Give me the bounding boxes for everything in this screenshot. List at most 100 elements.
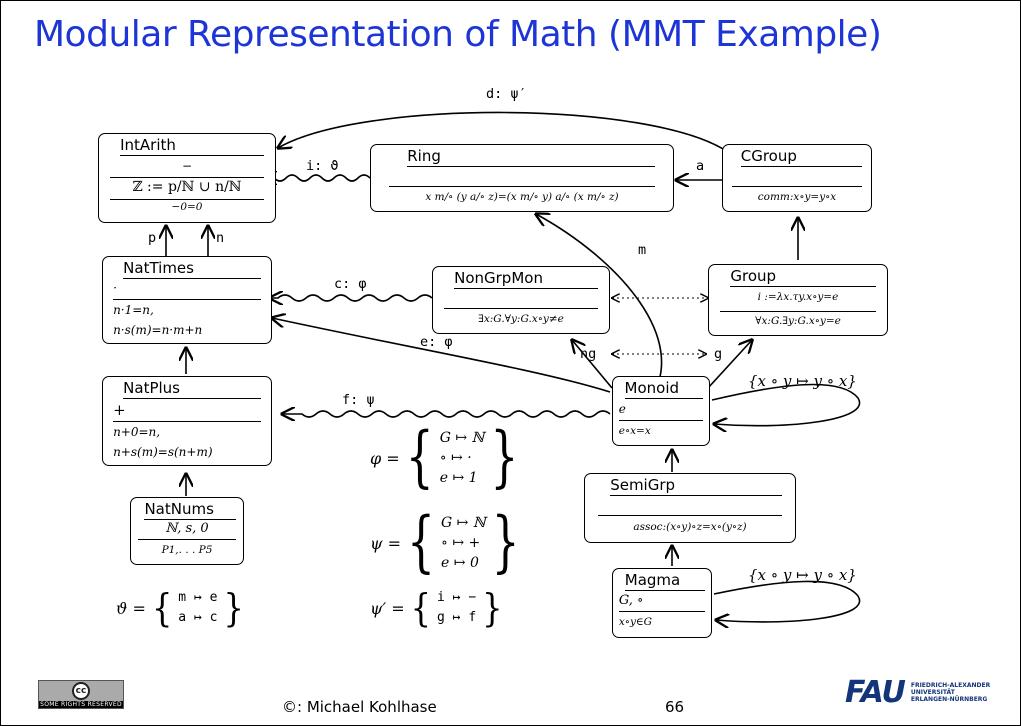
mapping-lhs: ψ =: [370, 533, 402, 553]
theory-name: CGroup: [740, 147, 863, 167]
arrow-f: [282, 411, 611, 417]
theory-cgroup[interactable]: CGroup comm:x∘y=y∘x: [722, 144, 872, 212]
brace-right: }: [223, 585, 244, 631]
theory-nongrpmon[interactable]: NonGrpMon ∃x:G.∀y:G.x∘y≠e: [432, 266, 610, 334]
label-g: g: [714, 346, 723, 362]
arrow-i: [264, 175, 371, 181]
mapping-lhs: ψ′ =: [370, 598, 405, 618]
footer-page-number: 66: [665, 698, 685, 716]
mapping-line: g ↦ f: [437, 610, 477, 625]
theory-natplus[interactable]: NatPlus + n+0=n, n+s(m)=s(n+m): [102, 376, 272, 466]
arrow-magma-loop: [713, 580, 861, 621]
label-comm-magma: {x ∘ y ↦ y ∘ x}: [748, 566, 857, 584]
mapping-lines: G ↦ ℕ ∘ ↦ · e ↦ 1: [434, 428, 491, 488]
label-d: d: ψ′: [486, 86, 527, 102]
arrow-ng: [572, 340, 613, 389]
label-ng: ng: [580, 346, 597, 362]
theory-row: −: [109, 159, 265, 178]
arrow-d: [278, 111, 729, 153]
theory-name: NonGrpMon: [454, 269, 599, 289]
theory-row: x∘y∈G: [618, 616, 653, 628]
theory-row: −0=0: [171, 201, 203, 213]
theory-row: G, ∘: [618, 593, 706, 612]
theory-row: [597, 499, 783, 516]
theory-row: P1,. . . P5: [161, 544, 213, 556]
mapping-psi: ψ = { G ↦ ℕ ∘ ↦ + e ↦ 0 }: [370, 504, 520, 581]
brace-left: {: [405, 419, 434, 496]
label-i: i: ϑ: [306, 158, 339, 174]
arrow-e: [272, 318, 611, 393]
label-m: m: [638, 242, 647, 258]
mapping-line: G ↦ ℕ: [441, 515, 486, 531]
theory-row: e∘x=x: [618, 425, 651, 437]
theory-name: SemiGrp: [610, 476, 783, 496]
theory-ring[interactable]: Ring x m/∘ (y a/∘ z)=(x m/∘ y) a/∘ (x m/…: [370, 144, 674, 212]
theory-row: [443, 292, 599, 309]
theory-intarith[interactable]: IntArith − ℤ := p/ℕ ∪ n/ℕ −0=0: [98, 133, 276, 223]
arrow-monoid-loop: [711, 383, 861, 426]
cc-text: SOME RIGHTS RESERVED: [39, 701, 123, 708]
theory-row: ∃x:G.∀y:G.x∘y≠e: [478, 313, 564, 325]
theory-name: Monoid: [624, 379, 704, 399]
mapping-line: e ↦ 1: [439, 470, 478, 486]
mapping-theta: ϑ = { m ↦ e a ↦ c }: [116, 588, 244, 628]
label-p: p: [148, 230, 157, 246]
arrow-c: [270, 295, 433, 301]
theory-row: n·s(m)=n·m+n: [113, 323, 203, 337]
label-e: e: φ: [420, 334, 453, 350]
theory-row: ·: [113, 281, 261, 300]
fau-logo[interactable]: FAU FRIEDRICH-ALEXANDER UNIVERSITÄT ERLA…: [845, 675, 991, 710]
theory-magma[interactable]: Magma G, ∘ x∘y∈G: [612, 568, 712, 638]
mapping-phi: φ = { G ↦ ℕ ∘ ↦ · e ↦ 1 }: [370, 419, 519, 496]
mapping-psiprime: ψ′ = { i ↦ − g ↦ f }: [370, 588, 503, 628]
brace-right: }: [490, 419, 519, 496]
mapping-line: m ↦ e: [178, 590, 218, 605]
cc-icon: cc: [72, 682, 90, 700]
theory-name: Group: [730, 267, 877, 287]
theory-name: NatPlus: [123, 379, 261, 399]
theory-row: ℤ := p/ℕ ∪ n/ℕ: [109, 179, 265, 200]
theory-row: [731, 170, 863, 187]
theory-row: comm:x∘y=y∘x: [757, 191, 837, 203]
theory-nattimes[interactable]: NatTimes · n·1=n, n·s(m)=n·m+n: [102, 256, 272, 344]
mapping-line: G ↦ ℕ: [439, 430, 485, 446]
footer-author: ©: Michael Kohlhase: [282, 698, 437, 716]
mapping-line: ∘ ↦ ·: [439, 450, 472, 466]
theory-row: ℕ, s, 0: [137, 521, 237, 540]
cc-license-logo[interactable]: cc SOME RIGHTS RESERVED: [38, 680, 124, 709]
arrow-g: [707, 340, 752, 389]
label-a: a: [696, 158, 705, 174]
mapping-lhs: ϑ =: [116, 598, 146, 618]
theory-name: Ring: [407, 147, 655, 167]
brace-left: {: [407, 504, 436, 581]
brace-left: {: [151, 585, 173, 631]
mapping-lines: m ↦ e a ↦ c: [172, 588, 223, 628]
theory-row: e: [618, 402, 704, 421]
fau-logo-mark: FAU: [845, 675, 906, 710]
theory-name: IntArith: [120, 136, 265, 156]
theory-natnums[interactable]: NatNums ℕ, s, 0 P1,. . . P5: [130, 497, 244, 565]
label-comm-monoid: {x ∘ y ↦ y ∘ x}: [748, 372, 857, 390]
slide-title: Modular Representation of Math (MMT Exam…: [34, 14, 882, 55]
brace-right: }: [482, 585, 503, 631]
mapping-line: e ↦ 0: [441, 555, 479, 571]
mapping-line: ∘ ↦ +: [441, 535, 481, 551]
brace-right: }: [491, 504, 520, 581]
theory-row: i :=λx.τy.x∘y=e: [719, 291, 877, 312]
mapping-lhs: φ =: [370, 448, 400, 468]
brace-left: {: [410, 585, 432, 631]
theory-row: n+s(m)=s(n+m): [113, 445, 213, 459]
theory-name: NatNums: [144, 500, 237, 520]
label-n: n: [216, 230, 225, 246]
theory-row: assoc:(x∘y)∘z=x∘(y∘z): [633, 521, 747, 533]
theory-semigrp[interactable]: SemiGrp assoc:(x∘y)∘z=x∘(y∘z): [584, 473, 796, 543]
theory-group[interactable]: Group i :=λx.τy.x∘y=e ∀x:G.∃y:G.x∘y=e: [708, 264, 888, 336]
theory-row: [389, 170, 655, 187]
label-f: f: ψ: [342, 392, 375, 408]
theory-monoid[interactable]: Monoid e e∘x=x: [612, 376, 710, 446]
theory-name: NatTimes: [123, 259, 261, 279]
mapping-lines: i ↦ − g ↦ f: [431, 588, 482, 628]
label-c: c: φ: [334, 276, 367, 292]
mapping-line: a ↦ c: [178, 610, 218, 625]
